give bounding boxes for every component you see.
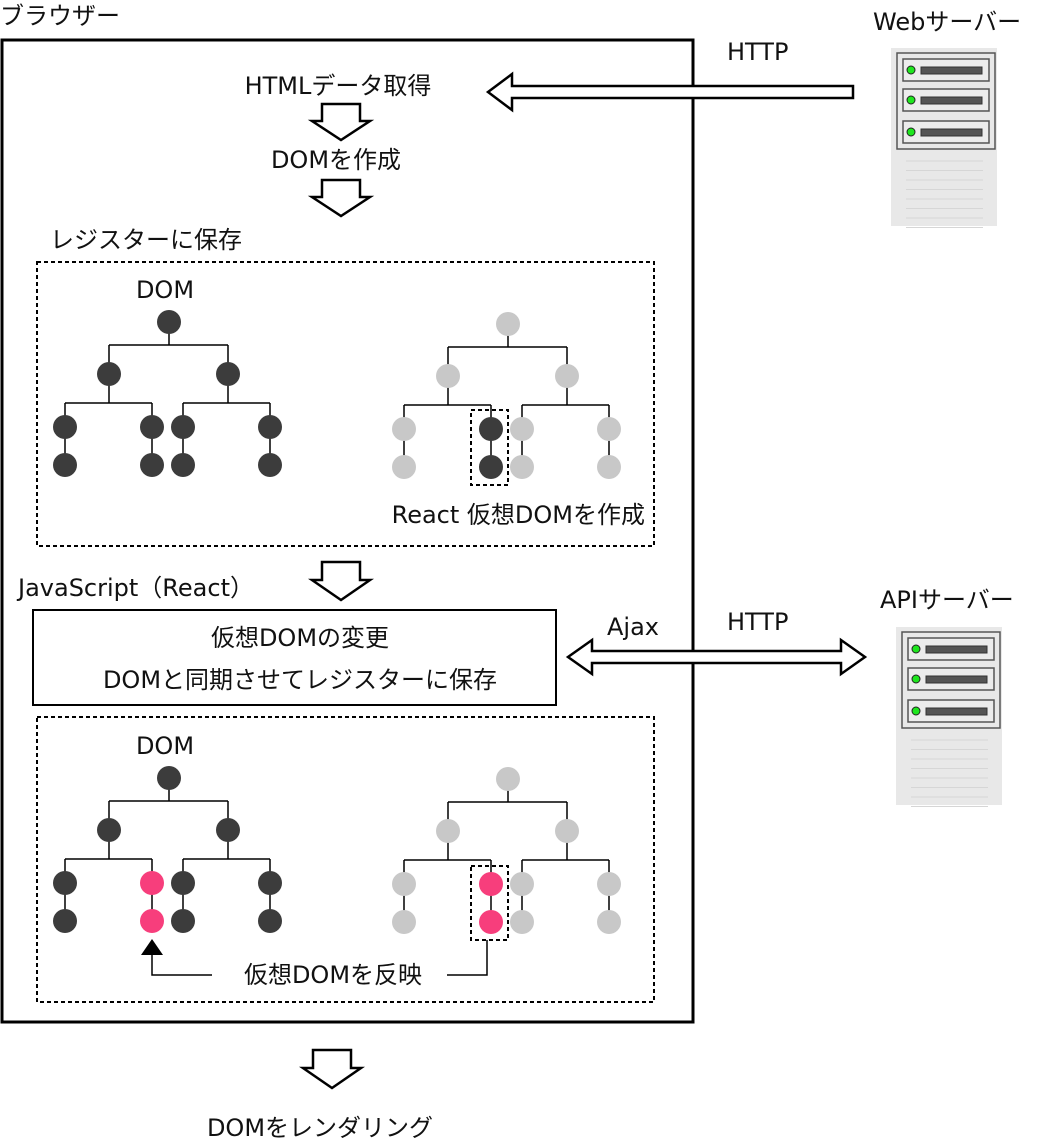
tree-node [140,909,164,933]
virtual-subtree-highlight [470,865,509,941]
tree-node [392,455,416,479]
tree-node [53,415,77,439]
led-icon [906,65,916,75]
tree-node [97,362,121,386]
web-http-label: HTTP [727,38,788,66]
tree-node [157,310,181,334]
step-fetch-html: HTMLデータ取得 [245,72,432,100]
js-box [32,609,557,706]
register-box [36,261,655,547]
tree-node [53,909,77,933]
tree-node [171,909,195,933]
virtual-dom-tree [392,312,621,479]
tree-node [479,910,503,934]
tree-node [216,362,240,386]
register-virtual-label: React 仮想DOMを作成 [392,501,645,529]
tree-node [479,872,503,896]
tree-node [140,415,164,439]
tree-node [479,455,503,479]
tree-node [496,767,520,791]
tree-edge [404,831,609,861]
tree-node [171,415,195,439]
sync-dom-label: DOM [136,732,194,760]
tree-node [258,871,282,895]
tree-node [479,417,503,441]
reflect-connector [151,940,488,976]
tree-node [157,766,181,790]
step-js-react: JavaScript（React） [16,574,254,602]
step-render: DOMをレンダリング [207,1114,433,1141]
tree-node [510,455,534,479]
drive-slot [920,96,983,105]
tree-node [510,910,534,934]
drive-slot [920,66,983,75]
drive-slot [925,675,988,684]
down-arrow-icon [307,102,375,142]
led-icon [906,95,916,105]
tree-node [216,818,240,842]
web-server-icon [891,48,997,228]
reflect-label: 仮想DOMを反映 [244,961,422,989]
tree-node [510,872,534,896]
tree-edge [65,830,270,860]
tree-node [436,364,460,388]
tree-edge [404,376,609,406]
arrow-up-icon [141,939,163,955]
virtual-dom-tree-updated [392,767,621,934]
led-icon [911,674,921,684]
js-box-line2: DOMと同期させてレジスターに保存 [103,666,497,694]
browser-title: ブラウザー [0,2,120,30]
tree-node [597,872,621,896]
tree-node [496,312,520,336]
web-server-label: Webサーバー [873,8,1021,36]
tree-node [392,417,416,441]
down-arrow-icon [298,1048,366,1090]
down-arrow-icon [307,560,375,602]
tree-node [597,910,621,934]
tree-node [140,871,164,895]
dom-tree [53,310,282,477]
drive-slot [920,128,983,137]
tree-node [597,455,621,479]
tree-node [171,871,195,895]
drive-slot [925,645,988,654]
api-server-icon [896,627,1002,807]
tree-node [97,818,121,842]
led-icon [911,706,921,716]
tree-node [597,417,621,441]
api-server-label: APIサーバー [880,586,1014,614]
tree-node [555,364,579,388]
tree-node [555,819,579,843]
tree-node [140,453,164,477]
tree-edge [65,374,270,404]
ajax-label: Ajax [607,613,659,641]
tree-node [53,871,77,895]
dom-tree-updated [53,766,282,933]
tree-node [53,453,77,477]
step-save-register: レジスターに保存 [50,226,242,254]
browser-frame [0,38,695,1024]
tree-node [436,819,460,843]
tree-node [510,417,534,441]
down-arrow-icon [307,178,375,218]
tree-node [171,453,195,477]
http-left-arrow [485,71,855,113]
led-icon [906,127,916,137]
drive-slot [925,707,988,716]
http-double-arrow [565,637,868,677]
register-dom-label: DOM [136,276,194,304]
step-create-dom: DOMを作成 [271,146,401,174]
api-http-label: HTTP [727,608,788,636]
tree-node [258,453,282,477]
js-box-line1: 仮想DOMの変更 [211,624,389,652]
tree-node [392,872,416,896]
led-icon [911,644,921,654]
tree-node [392,910,416,934]
tree-node [258,909,282,933]
sync-box [36,716,655,1003]
tree-node [258,415,282,439]
